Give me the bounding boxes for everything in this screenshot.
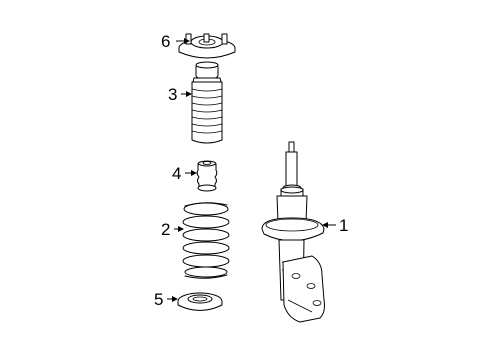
- coil-spring-part: [182, 202, 230, 279]
- callout-4: 4: [172, 164, 182, 183]
- strut-mount-part: [178, 33, 236, 59]
- strut-part: [261, 141, 325, 323]
- callout-6: 6: [161, 32, 171, 51]
- dust-boot-part: [191, 61, 223, 144]
- bump-stop-part: [196, 160, 218, 192]
- callout-2: 2: [161, 220, 171, 239]
- callout-3: 3: [168, 85, 178, 104]
- callout-5: 5: [154, 290, 164, 309]
- callout-leaders: [167, 38, 336, 302]
- callout-1: 1: [339, 216, 349, 235]
- spring-seat-part: [177, 292, 223, 311]
